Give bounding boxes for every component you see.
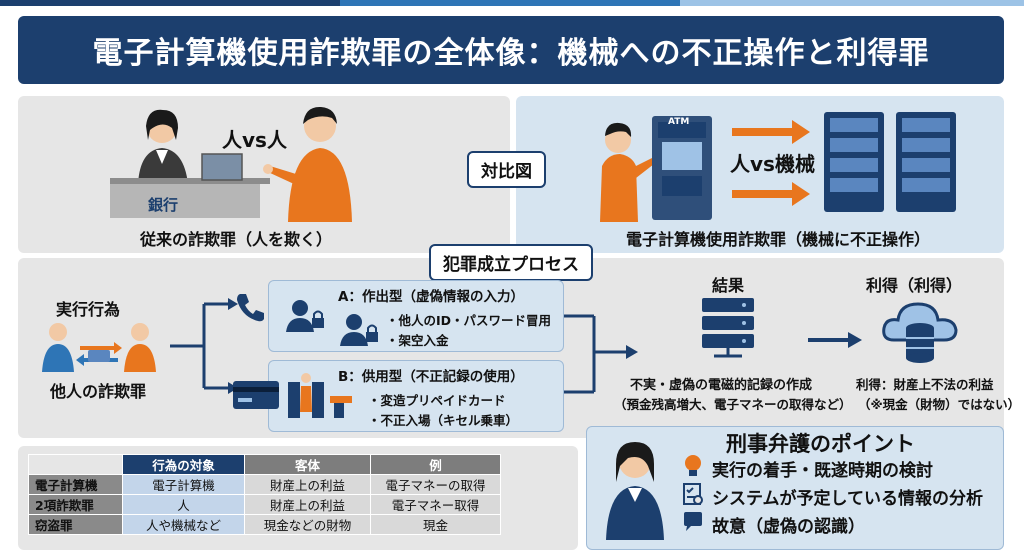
comparison-tag: 対比図 — [467, 151, 546, 188]
page-title: 電子計算機使用詐欺罪の全体像：機械への不正操作と利得罪 — [18, 16, 1004, 84]
two-people-exchange-icon — [42, 323, 156, 372]
table-row: 2項詐欺罪 人 財産上の利益 電子マネー取得 — [28, 494, 501, 515]
table-row-header: 電子計算機 — [28, 474, 123, 495]
atm-label: ATM — [668, 117, 690, 127]
table-row: 窃盗罪 人や機械など 現金などの財物 現金 — [28, 514, 501, 535]
defense-title: 刑事弁護のポイント — [726, 432, 915, 456]
table-row-header: 2項詐欺罪 — [28, 494, 123, 515]
lawyer-avatar — [606, 442, 664, 540]
user-lock-icon-2 — [340, 314, 378, 346]
table-cell: 財産上の利益 — [244, 474, 371, 495]
table-cell: 財産上の利益 — [244, 494, 371, 515]
bank-scene-illustration — [110, 106, 352, 222]
credit-card-icon — [233, 381, 279, 409]
defense-point: システムが予定している情報の分析 — [712, 489, 983, 509]
table-cell: 現金 — [370, 514, 501, 535]
table-header: 行為の対象 — [122, 454, 245, 475]
person-vs-machine-label: 人vs機械 — [730, 152, 815, 176]
result-to-gain-arrow — [808, 332, 862, 348]
traditional-fraud-panel — [18, 96, 510, 253]
checklist-icon — [683, 483, 703, 505]
table-cell: 人 — [122, 494, 245, 515]
type-a-item: ・他人のID・パスワード冒用 — [386, 313, 552, 328]
merge-arrows — [564, 314, 638, 394]
defense-panel — [586, 426, 1004, 550]
person-vs-person-label: 人vs人 — [222, 128, 287, 152]
phone-icon — [237, 294, 264, 322]
result-label: 結果 — [712, 276, 745, 295]
cloud-database-icon — [882, 302, 958, 363]
type-b-title: B：供用型（不正記録の使用） — [338, 369, 524, 385]
type-b-item: ・不正入場（キセル乗車） — [368, 413, 519, 428]
result-line-2: （預金残高増大、電子マネーの取得など） — [614, 397, 852, 412]
gain-label: 利得（利得） — [866, 276, 963, 295]
table-cell: 現金などの財物 — [244, 514, 371, 535]
speech-bubble-icon — [684, 512, 702, 531]
traditional-fraud-caption: 従来の詐欺罪（人を欺く） — [140, 230, 333, 249]
server-icon — [702, 298, 754, 358]
comparison-table: 行為の対象 客体 例 電子計算機 電子計算機 財産上の利益 電子マネーの取得 2… — [28, 454, 501, 535]
type-a-box — [268, 280, 564, 352]
atm-scene-illustration — [600, 112, 956, 222]
table-row: 電子計算機 電子計算機 財産上の利益 電子マネーの取得 — [28, 474, 501, 495]
type-a-item: ・架空入金 — [386, 333, 449, 348]
defense-point: 故意（虚偽の認識） — [712, 517, 865, 537]
type-a-title: A：作出型（虚偽情報の入力） — [338, 289, 524, 305]
act-caption: 他人の詐欺罪 — [50, 382, 147, 401]
act-label: 実行行為 — [56, 300, 121, 319]
table-header-row: 行為の対象 客体 例 — [28, 454, 501, 475]
table-header: 例 — [370, 454, 501, 475]
table-cell: 電子計算機 — [122, 474, 245, 495]
table-cell: 電子マネーの取得 — [370, 474, 501, 495]
top-color-strip — [0, 0, 1024, 6]
type-b-item: ・変造プリペイドカード — [368, 393, 506, 408]
table-cell: 人や機械など — [122, 514, 245, 535]
lightbulb-icon — [685, 455, 701, 476]
computer-fraud-caption: 電子計算機使用詐欺罪（機械に不正操作） — [626, 230, 931, 249]
process-heading: 犯罪成立プロセス — [429, 244, 593, 281]
table-row-header: 窃盗罪 — [28, 514, 123, 535]
table-cell: 電子マネー取得 — [370, 494, 501, 515]
bank-sign: 銀行 — [148, 196, 179, 214]
gain-line-2: （※現金（財物）ではない） — [858, 397, 1021, 412]
gain-line-1: 利得：財産上不法の利益 — [856, 377, 994, 392]
result-line-1: 不実・虚偽の電磁的記録の作成 — [630, 378, 813, 393]
table-header: 客体 — [244, 454, 371, 475]
defense-point: 実行の着手・既遂時期の検討 — [712, 461, 933, 481]
branch-arrows — [170, 298, 238, 394]
user-lock-icon — [286, 300, 324, 332]
ticket-gate-icon — [288, 373, 352, 418]
